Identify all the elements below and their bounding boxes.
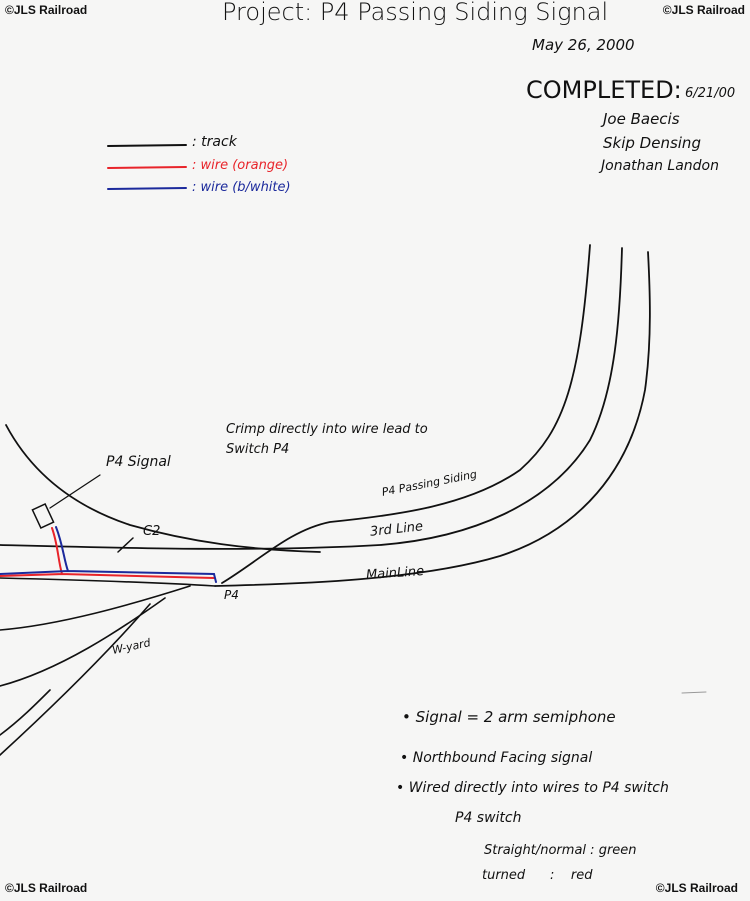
yard-lead-track <box>0 577 216 587</box>
state-normal-color: green <box>598 843 637 858</box>
state-normal-sep: : <box>590 843 595 858</box>
legend-orange-label: : wire (orange) <box>192 158 289 173</box>
passing-siding-track <box>221 244 591 584</box>
crimp-note: Crimp directly into wire lead to Switch … <box>226 422 428 457</box>
note-bullet-3-text: Wired directly into wires to P4 switch <box>408 780 669 796</box>
mainline-track <box>214 251 651 587</box>
note-bullet-2-text: Northbound Facing signal <box>412 750 593 766</box>
state-turned-name: turned <box>482 868 526 883</box>
watermark-bottom-left: ©JLS Railroad <box>5 881 88 895</box>
stray-mark <box>681 691 707 694</box>
watermark-top-left: ©JLS Railroad <box>5 3 88 17</box>
p4-switch-label: P4 <box>224 588 239 602</box>
yard-track-1 <box>0 585 191 631</box>
legend-blue-wire-line <box>107 187 187 190</box>
state-normal-name: Straight/normal <box>484 843 587 858</box>
note-bullet-1-text: Signal = 2 arm semiphone <box>415 708 616 726</box>
project-date: May 26, 2000 <box>532 36 635 54</box>
legend-blue-label: : wire (b/white) <box>192 180 291 195</box>
p4-signal-label: P4 Signal <box>106 454 171 470</box>
orange-wire <box>0 527 215 579</box>
completed-date: 6/21/00 <box>685 86 736 101</box>
legend-track-line <box>107 144 187 147</box>
legend-track-label: : track <box>192 134 237 150</box>
legend-orange-wire-line <box>107 166 187 169</box>
c2-label: C2 <box>143 524 161 539</box>
state-normal: Straight/normal : green <box>484 843 637 858</box>
p4-switch-heading: P4 switch <box>455 810 522 826</box>
state-turned-color: red <box>570 868 593 883</box>
note-bullet-1: • Signal = 2 arm semiphone <box>402 708 616 726</box>
blue-wire <box>0 526 217 583</box>
yard-track-4 <box>0 689 51 736</box>
completed-label: COMPLETED: <box>526 76 682 104</box>
page-title: Project: P4 Passing Siding Signal <box>222 0 609 26</box>
signal-pointer-line <box>49 474 101 509</box>
note-bullet-2: • Northbound Facing signal <box>400 750 593 766</box>
yard-track-2 <box>0 597 166 687</box>
person-3: Jonathan Landon <box>601 158 719 174</box>
state-turned: turned : red <box>482 868 593 883</box>
state-turned-sep: : <box>549 868 555 883</box>
c2-insulator-mark <box>117 537 134 553</box>
watermark-bottom-right: ©JLS Railroad <box>655 881 738 895</box>
watermark-top-right: ©JLS Railroad <box>662 3 745 17</box>
person-2: Skip Densing <box>603 134 701 152</box>
note-bullet-3: • Wired directly into wires to P4 switch <box>396 780 669 796</box>
yard-track-3 <box>0 603 151 756</box>
crossing-track <box>5 424 321 553</box>
person-1: Joe Baecis <box>603 110 680 128</box>
third-line-track <box>0 247 623 550</box>
p4-signal-icon <box>31 502 55 530</box>
